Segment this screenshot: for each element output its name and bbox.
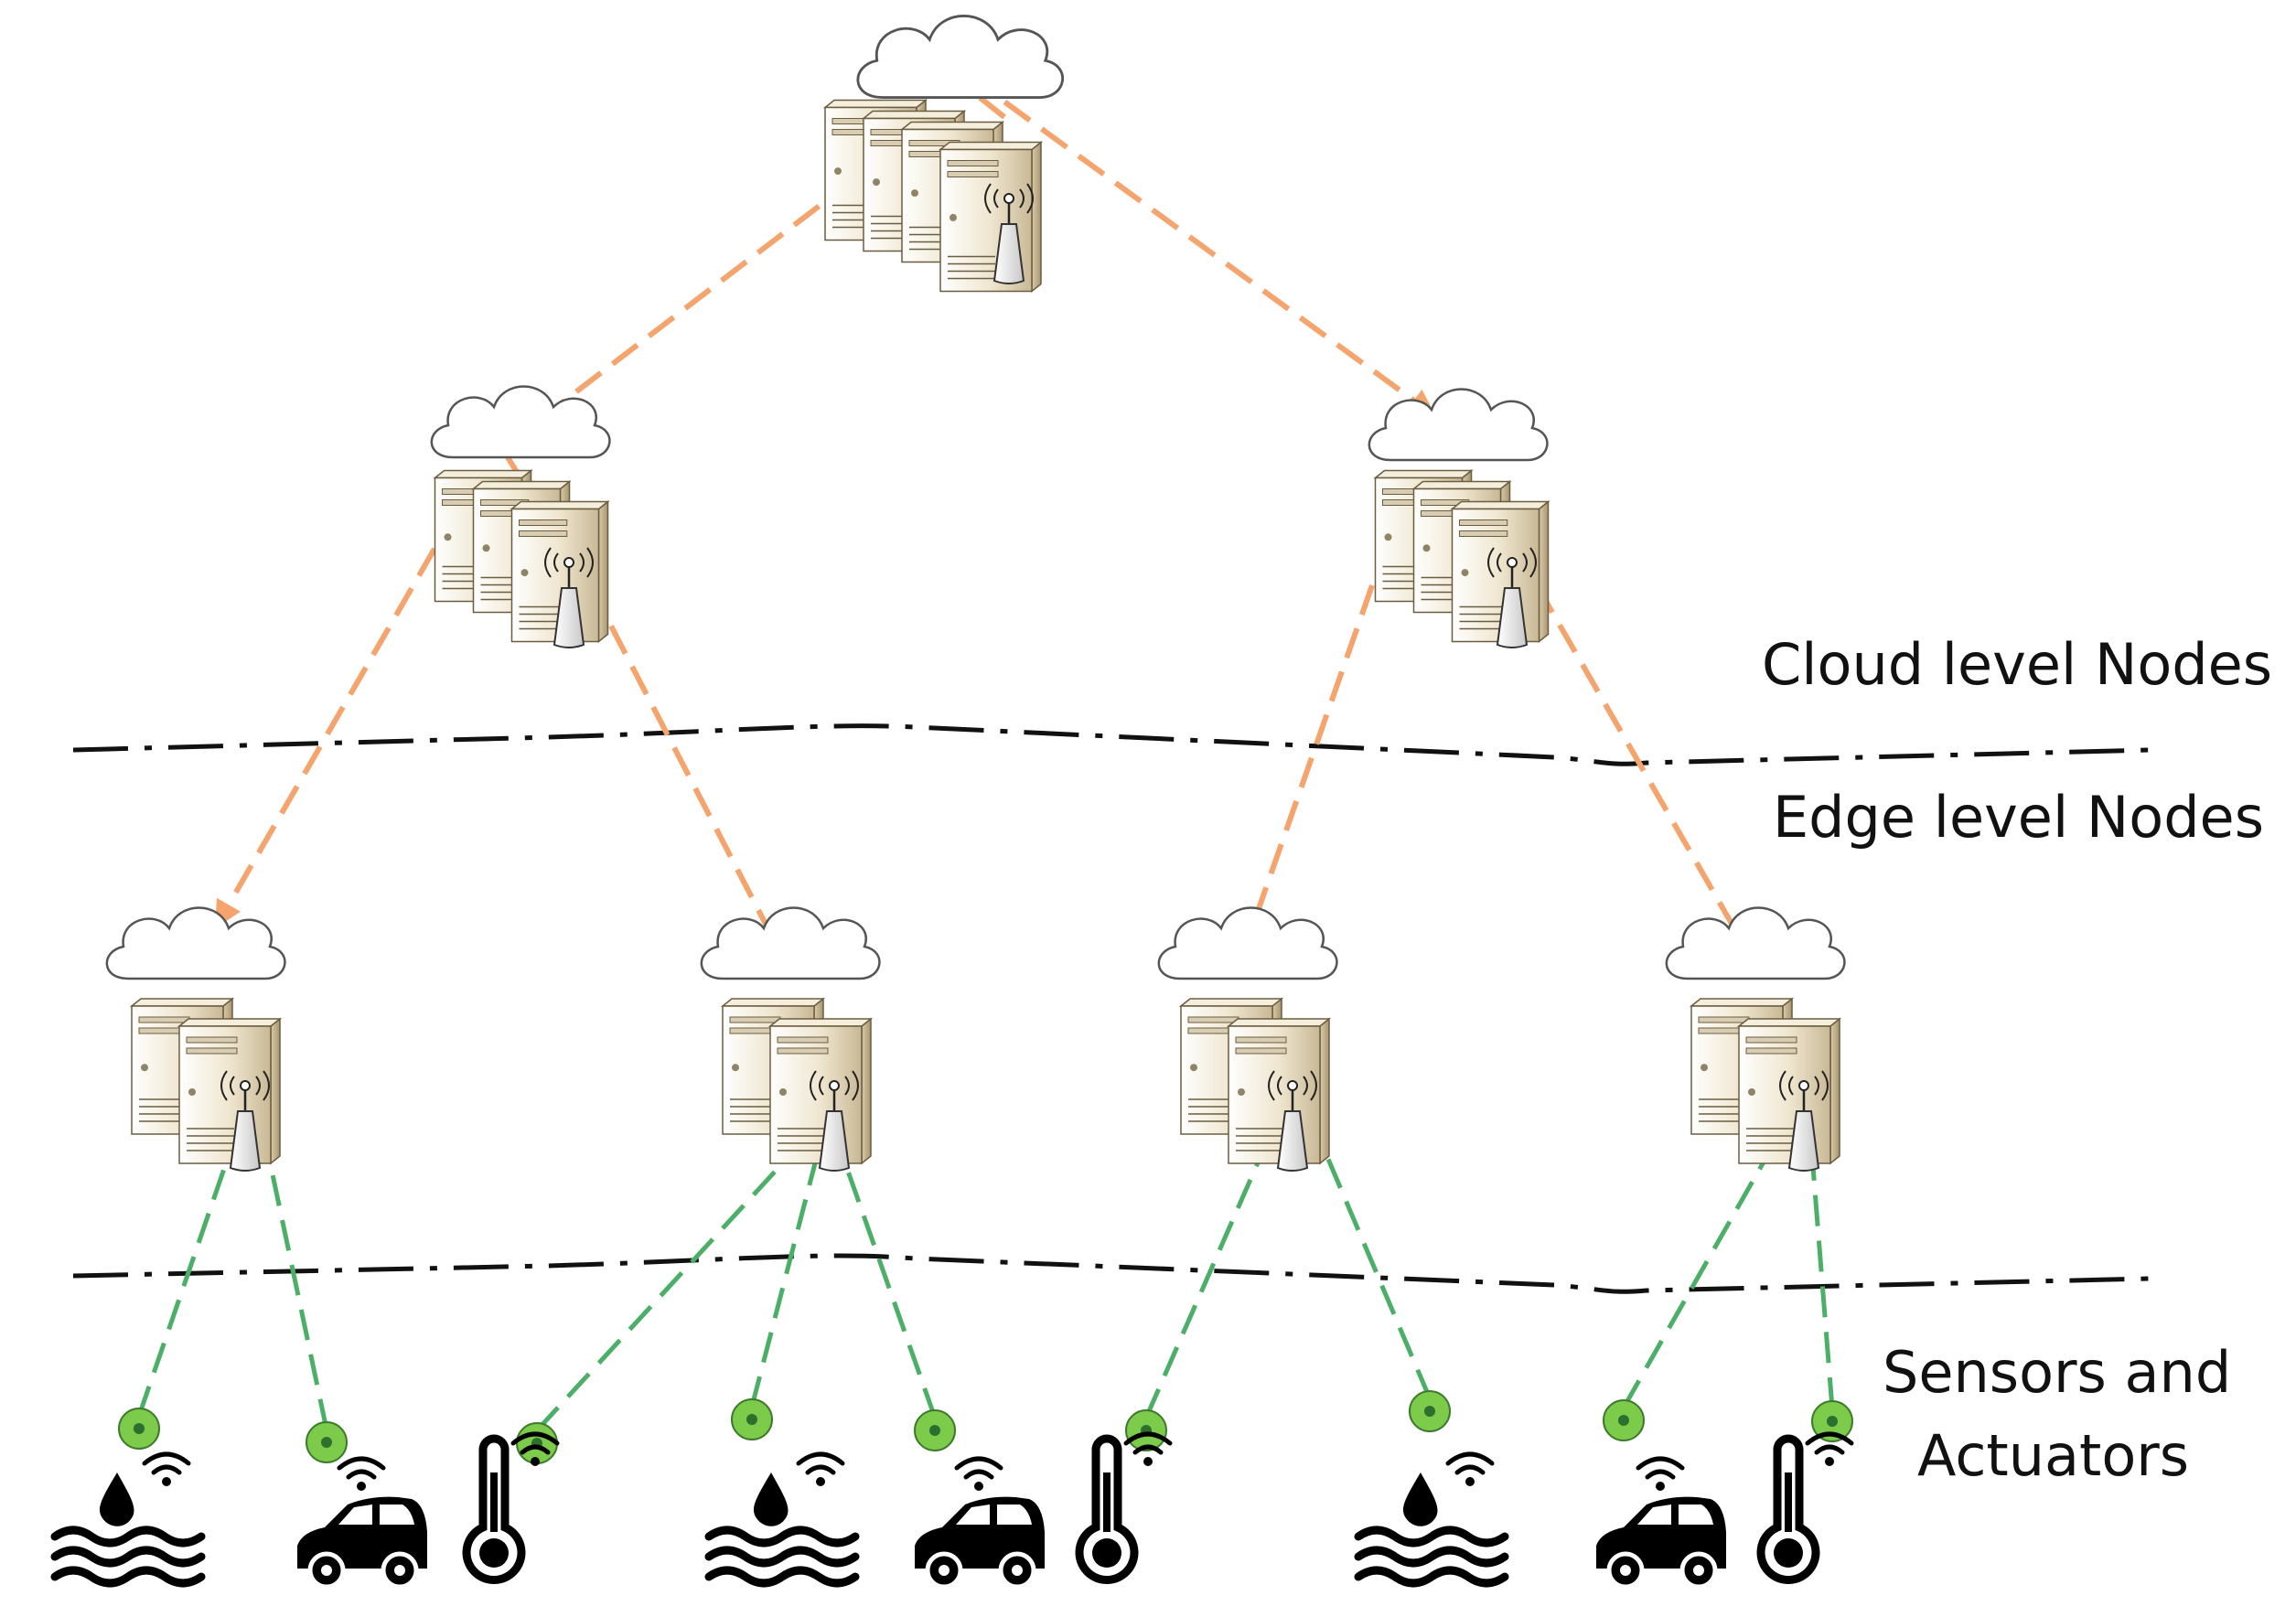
server-tower-icon [938,140,1044,294]
server-tower-icon [510,499,610,644]
label-sensors-line1: Sensors and [1883,1339,2232,1406]
cloud-icon [1665,906,1846,980]
wifi-icon [796,1451,845,1486]
edge-server-icon [700,906,881,1172]
wifi-icon [1445,1451,1495,1486]
cloud-icon [430,385,611,459]
link [214,547,437,929]
devices [50,1431,1854,1590]
thermometer-sensor-icon [462,1431,560,1584]
link [512,176,857,441]
link [1143,1075,1298,1419]
label-sensors-line2: Actuators [1917,1422,2190,1489]
edge-server-icon [105,906,286,1172]
wifi-icon [1123,1431,1173,1466]
wifi-icon [337,1456,386,1491]
link [1797,1082,1835,1409]
link [1621,1082,1809,1409]
server-tower-icon [1450,499,1550,644]
car-sensor-icon [1596,1456,1726,1590]
cloud-icon [700,906,881,980]
label-edge-level: Edge level Nodes [1773,784,2264,851]
link [535,1110,831,1432]
wifi-icon [954,1456,1003,1491]
server-tower-icon [1226,1017,1332,1165]
cloud-icon [105,906,286,980]
link [966,72,1436,417]
antenna-icon [810,1070,859,1172]
antenna-icon [1779,1070,1829,1172]
device-node-dot [118,1408,160,1450]
device-node-dot [1125,1409,1167,1451]
antenna-icon [1268,1070,1317,1172]
device-node-dot [914,1409,956,1451]
wifi-icon [510,1431,560,1466]
device-node-dot [306,1421,348,1463]
cloud-server-cluster-icon [1368,388,1550,648]
link [1236,584,1375,961]
antenna-icon [544,547,594,648]
wifi-icon [1636,1456,1685,1491]
antenna-icon [1487,547,1537,648]
thermometer-sensor-icon [1756,1431,1854,1584]
cloud-icon [1157,906,1338,980]
cloud-icon [1368,388,1549,462]
wifi-icon [1805,1431,1854,1466]
device-node-dot [1409,1390,1451,1432]
antenna-icon [220,1070,270,1172]
device-node-dot [516,1422,558,1464]
link [1534,584,1754,964]
device-node-dot [1603,1399,1645,1441]
link [587,584,785,961]
nodes [105,14,1846,1172]
edge-server-icon [1665,906,1846,1172]
water-sensor-icon [704,1451,860,1588]
server-tower-icon [1736,1017,1842,1165]
cloud-server-cluster-icon [430,385,611,648]
thermometer-sensor-icon [1075,1431,1173,1584]
label-cloud-level: Cloud level Nodes [1762,631,2273,698]
divider-cloud-edge [72,723,2151,766]
device-dots [118,1390,1853,1464]
cloud-server-cluster-icon [822,14,1064,294]
antenna-icon [984,183,1034,284]
edge-server-icon [1157,906,1338,1172]
server-tower-icon [767,1017,874,1165]
wifi-icon [142,1451,191,1486]
server-tower-icon [177,1017,283,1165]
car-sensor-icon [915,1456,1045,1590]
divider-edge-sensor [72,1253,2151,1294]
water-sensor-icon [50,1451,206,1588]
car-sensor-icon [297,1456,427,1590]
water-sensor-icon [1354,1451,1509,1588]
device-node-dot [1811,1400,1853,1442]
device-node-dot [731,1398,773,1440]
link [822,1109,938,1419]
cloud-icon [856,14,1064,99]
edge-links [136,1075,1835,1432]
